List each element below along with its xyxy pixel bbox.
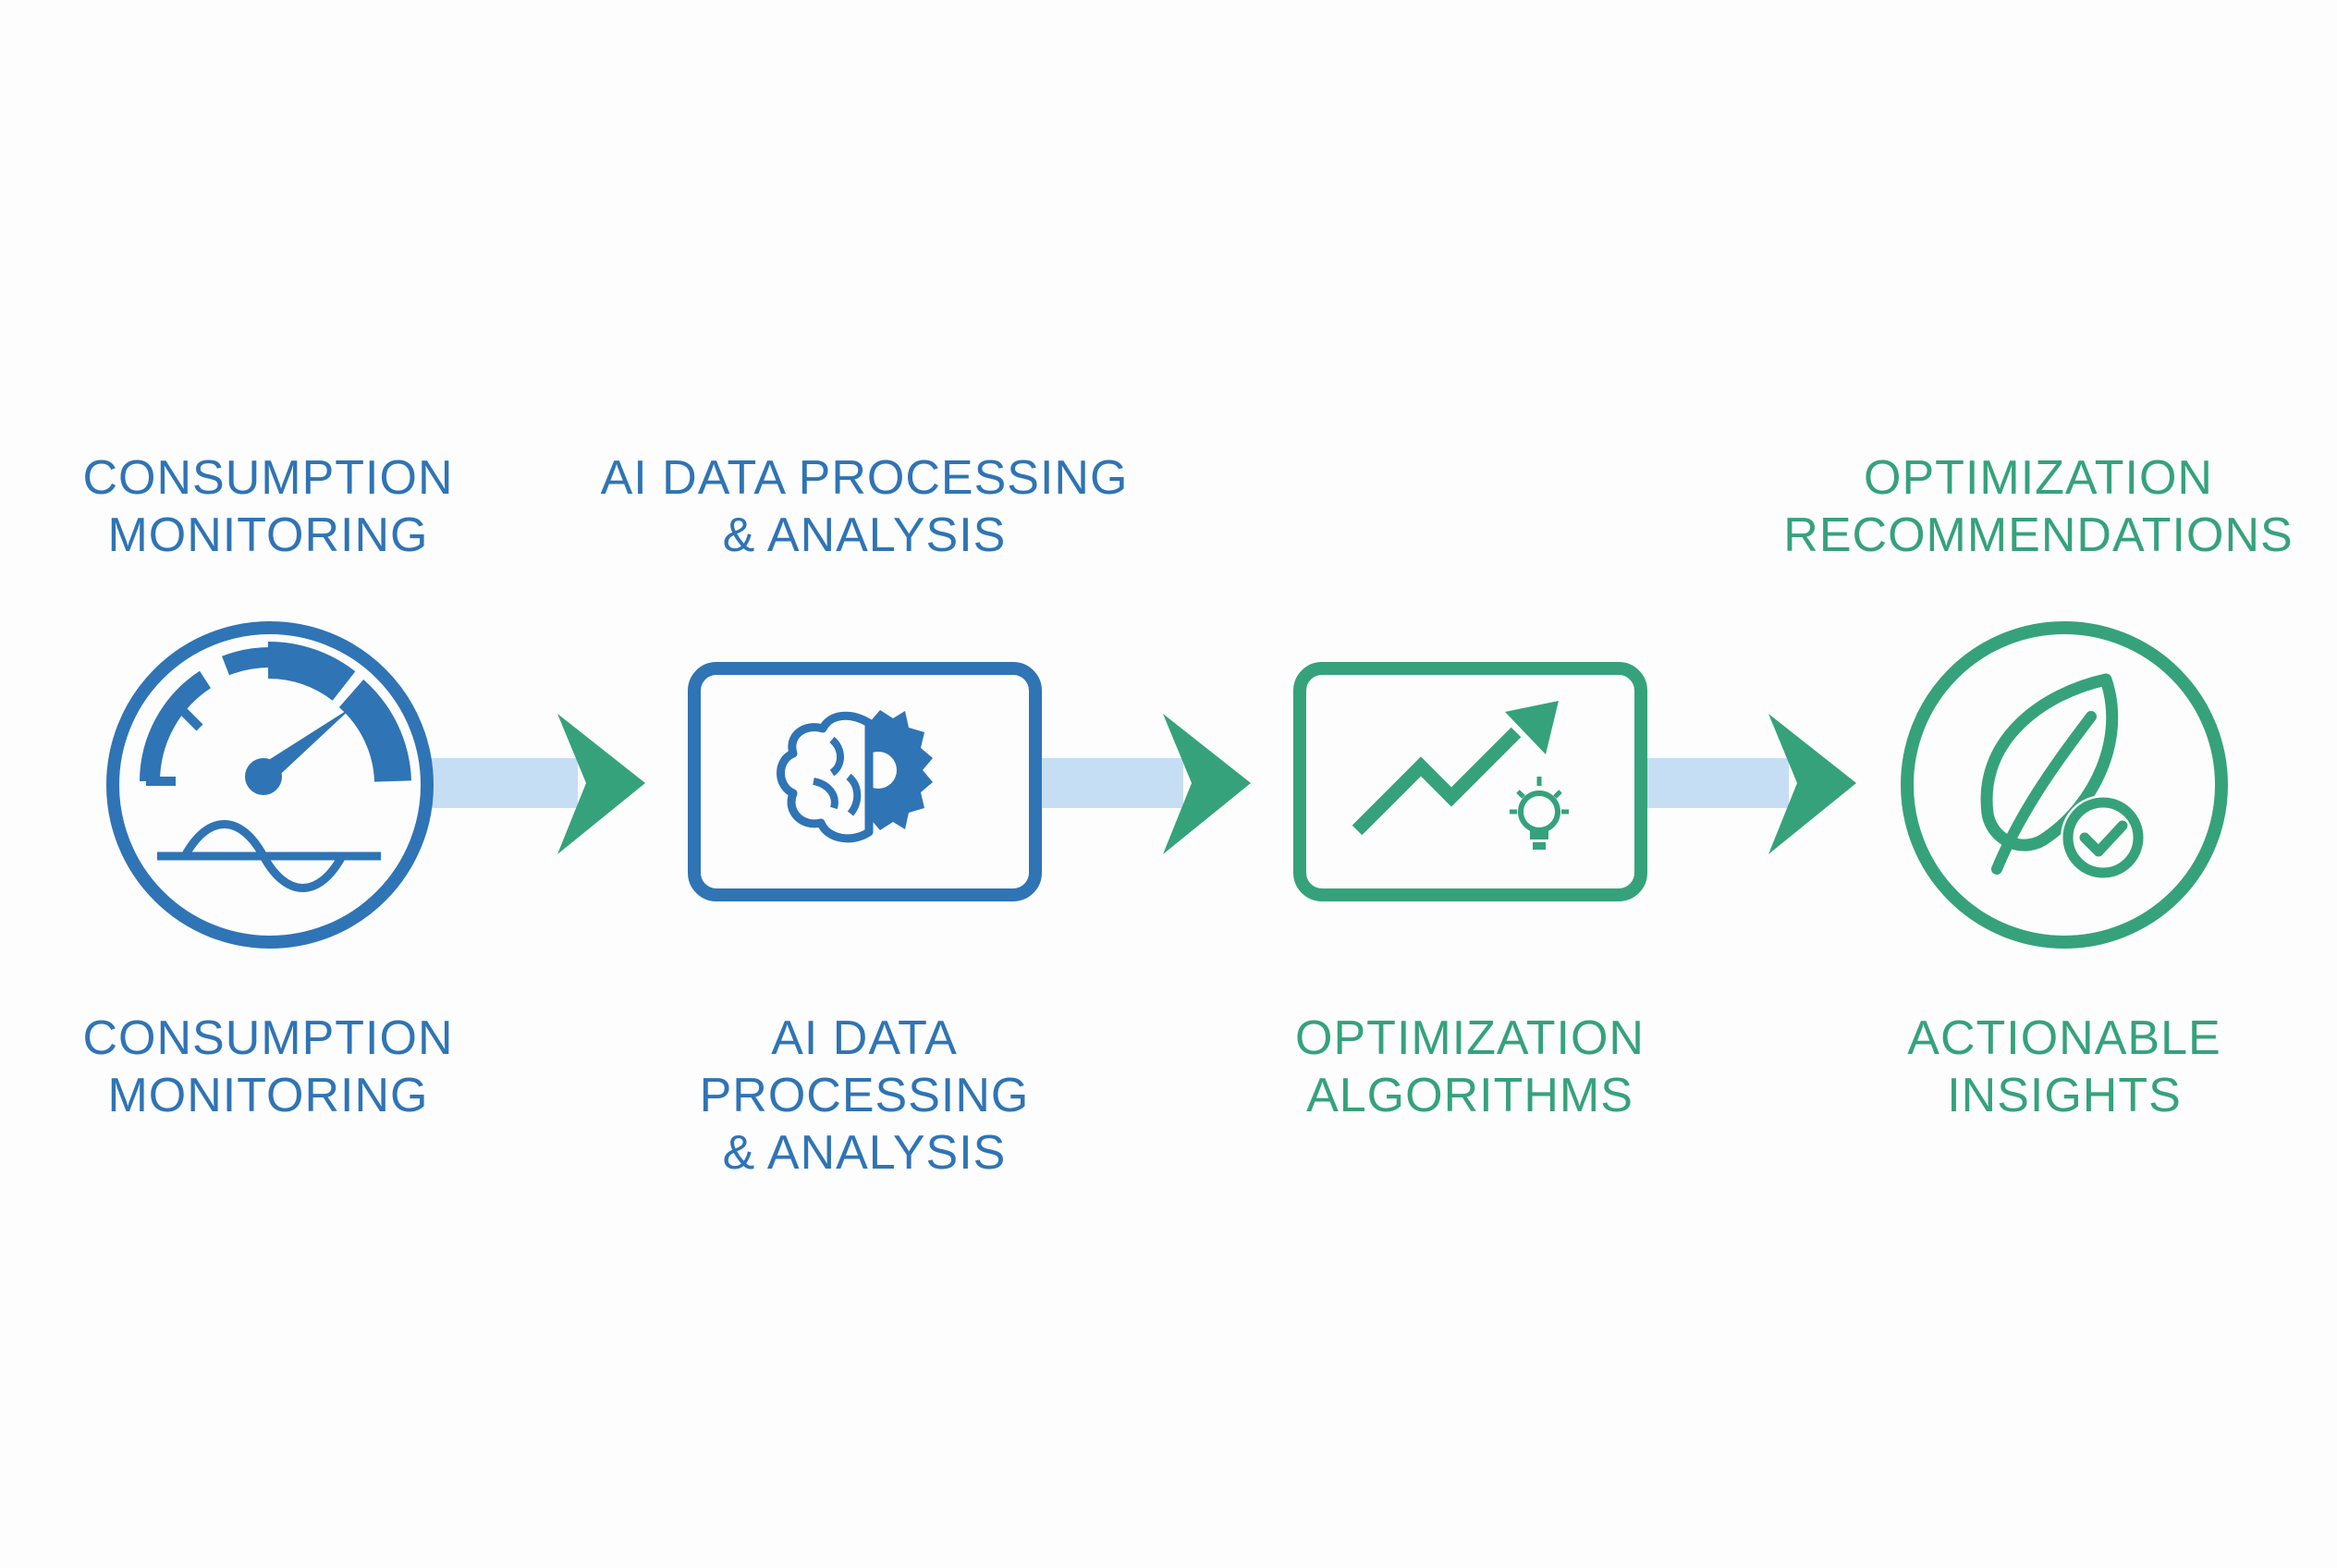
stage-2-bottom-label-line-1: AI DATA [771,1011,958,1065]
stage-4-bottom-label-line-1: ACTIONABLE [1907,1011,2221,1065]
stage-4-top-label-line-2: RECOMMENDATIONS [1783,508,2294,562]
stage-1-bottom-label: CONSUMPTION MONITORING [55,1010,481,1124]
stage-3-bottom-label-line-2: ALGORITHMS [1306,1069,1633,1122]
stage-4-top-label-line-1: OPTIMIZATION [1864,451,2213,505]
stage-1-top-label-line-2: MONITORING [107,508,429,562]
stage-1-bottom-label-line-1: CONSUMPTION [82,1011,454,1065]
stage-2-bottom-label-line-3: & ANALYSIS [722,1126,1007,1180]
stage-1-top-label: CONSUMPTION MONITORING [55,449,481,564]
stage-3-bottom-label-line-1: OPTIMIZATION [1295,1011,1645,1065]
arrow-right-icon [430,714,645,854]
stage-2-top-label: AI DATA PROCESSING & ANALYSIS [573,449,1156,564]
trend-lightbulb-icon [1293,662,1647,901]
stage-2-top-label-line-2: & ANALYSIS [722,508,1007,562]
stage-1-bottom-label-line-2: MONITORING [107,1069,429,1122]
brain-gear-icon [688,662,1042,901]
stage-2-bottom-label-line-2: PROCESSING [699,1069,1030,1122]
stage-1-top-label-line-1: CONSUMPTION [82,451,454,505]
stage-3-bottom-label: OPTIMIZATION ALGORITHMS [1266,1010,1673,1124]
arrow-right-icon [1641,714,1856,854]
stage-4-bottom-label: ACTIONABLE INSIGHTS [1856,1010,2272,1124]
stage-4-bottom-label-line-2: INSIGHTS [1947,1069,2182,1122]
stage-2-top-label-line-1: AI DATA PROCESSING [600,451,1129,505]
stage-4-top-label: OPTIMIZATION RECOMMENDATIONS [1756,449,2320,564]
gauge-icon [106,621,434,949]
arrow-right-icon [1035,714,1251,854]
leaf-check-icon [1901,621,2228,949]
stage-2-bottom-label: AI DATA PROCESSING & ANALYSIS [666,1010,1063,1182]
